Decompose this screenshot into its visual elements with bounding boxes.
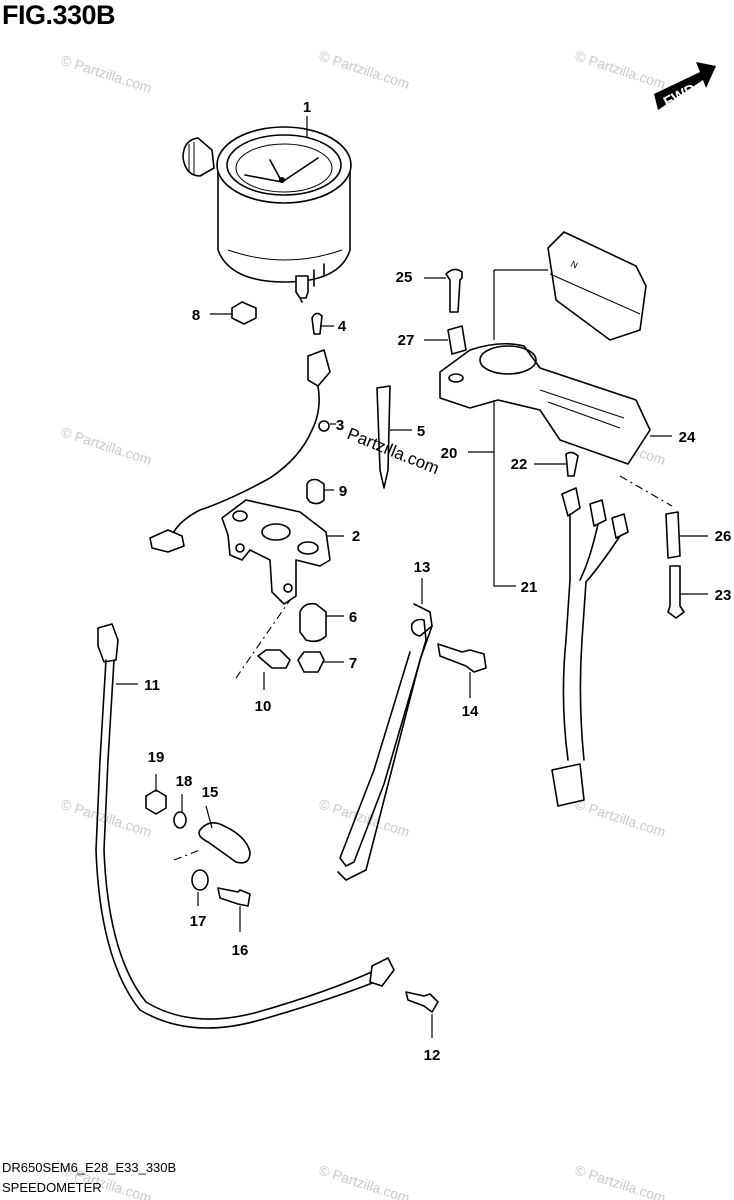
watermark-4: © Partzilla.com [59, 424, 154, 468]
part-6-cushion [299, 602, 327, 643]
callout-21: 21 [521, 579, 538, 596]
part-20-indicator-bracket [439, 342, 651, 465]
part-24-indicator-lens: N [547, 231, 647, 341]
callout-18: 18 [176, 773, 193, 790]
watermark-11: © Partzilla.com [573, 1162, 668, 1200]
part-16-screw [217, 887, 251, 907]
part-21-wire-harness [551, 487, 629, 807]
leader-lines [116, 116, 708, 1038]
callout-10: 10 [255, 698, 272, 715]
watermark-10: © Partzilla.com [317, 1162, 412, 1200]
callout-7: 7 [349, 655, 357, 672]
figure-title: FIG.330B [2, 0, 116, 30]
part-19-nut [145, 789, 167, 815]
callout-12: 12 [424, 1047, 441, 1064]
callout-8: 8 [192, 307, 200, 324]
callout-2: 2 [352, 528, 360, 545]
figure-subtitle: SPEEDOMETER [2, 1180, 102, 1195]
callout-9: 9 [339, 483, 347, 500]
part-14-bolt [437, 643, 487, 673]
callout-23: 23 [715, 587, 732, 604]
callout-24: 24 [679, 429, 696, 446]
part-15-clamp [198, 822, 251, 864]
part-17-washer [191, 869, 209, 891]
speedometer-gauge [182, 126, 352, 303]
part-25-screw [445, 268, 463, 313]
alignment-lines [173, 475, 673, 861]
part-4-bulb [311, 312, 323, 335]
callout-17: 17 [190, 913, 207, 930]
callout-22: 22 [511, 456, 528, 473]
part-27-collar [447, 325, 467, 355]
callout-1: 1 [303, 99, 311, 116]
callout-20: 20 [441, 445, 458, 462]
callout-13: 13 [414, 559, 431, 576]
part-13-guide [337, 603, 433, 881]
part-23-screw [667, 565, 685, 619]
callout-19: 19 [148, 749, 165, 766]
callout-27: 27 [398, 332, 415, 349]
callout-14: 14 [462, 703, 479, 720]
part-10-bolt [257, 649, 291, 669]
callout-16: 16 [232, 942, 249, 959]
part-9-grommet [306, 478, 325, 505]
watermark-1: © Partzilla.com [59, 52, 154, 96]
part-5-cable-tie [376, 385, 391, 489]
part-12-screw [405, 991, 439, 1013]
callout-11: 11 [144, 677, 160, 694]
svg-text:N: N [569, 259, 579, 271]
part-26-collar [665, 511, 681, 559]
callout-15: 15 [202, 784, 219, 801]
part-7-nut [297, 651, 325, 673]
part-11-speedometer-cable [95, 623, 395, 1029]
watermark-layer: © Partzilla.com © Partzilla.com © Partzill… [59, 48, 668, 1200]
callout-25: 25 [396, 269, 413, 286]
callout-6: 6 [349, 609, 357, 626]
figure-code: DR650SEM6_E28_E33_330B [2, 1160, 177, 1175]
part-18-washer [173, 811, 187, 829]
callout-4: 4 [338, 318, 347, 335]
callout-layer: 1234567891011121314151617181920212223242… [144, 99, 731, 1064]
part-3-socket-wire [149, 349, 331, 553]
watermark-2: © Partzilla.com [317, 48, 412, 92]
callout-26: 26 [715, 528, 732, 545]
callout-5: 5 [417, 423, 425, 440]
part-2-bracket [221, 499, 331, 605]
watermark-8: © Partzilla.com [573, 796, 668, 840]
watermark-3: © Partzilla.com [573, 48, 668, 92]
part-22-bulb [565, 451, 579, 477]
part-8-cushion [231, 301, 257, 325]
watermark-overlay: Partzilla.com [345, 424, 442, 478]
callout-3: 3 [336, 417, 344, 434]
